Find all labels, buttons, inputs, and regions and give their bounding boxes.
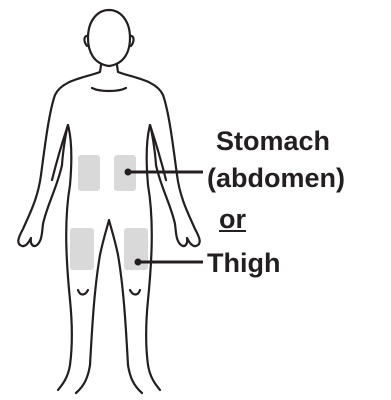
right-foot bbox=[128, 365, 142, 393]
injection-site-thigh-left bbox=[70, 228, 94, 270]
stomach-label: Stomach bbox=[216, 128, 330, 155]
thigh-pointer-dot bbox=[135, 259, 142, 266]
injection-site-abdomen-left bbox=[78, 155, 100, 191]
chest-line bbox=[92, 88, 126, 91]
or-label: or bbox=[219, 206, 246, 233]
head-outline bbox=[88, 10, 130, 66]
stomach-pointer-dot bbox=[125, 169, 132, 176]
body-left-side bbox=[18, 65, 101, 390]
inner-legs bbox=[90, 220, 128, 365]
body-right-side bbox=[117, 65, 200, 390]
thigh-label: Thigh bbox=[207, 250, 280, 277]
left-knee bbox=[78, 290, 88, 295]
abdomen-label: (abdomen) bbox=[207, 165, 345, 192]
left-foot bbox=[76, 365, 90, 393]
right-knee bbox=[130, 290, 140, 295]
